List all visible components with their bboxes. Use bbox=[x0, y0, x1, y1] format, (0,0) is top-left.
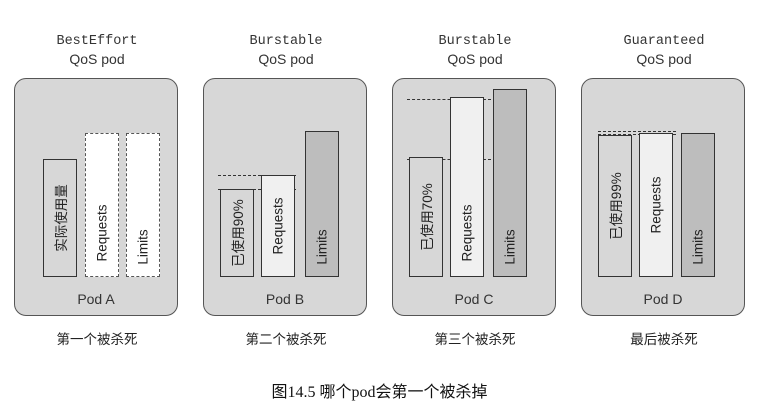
pod-box: 已使用99% Requests Limits Pod D bbox=[581, 78, 745, 316]
requests-dashed-line bbox=[218, 175, 296, 176]
pod-name: Pod B bbox=[265, 291, 305, 307]
usage-dashed-line bbox=[598, 134, 676, 135]
usage-label: 已使用99% bbox=[609, 172, 624, 240]
limits-label: Limits bbox=[690, 229, 706, 265]
pod-name: Pod D bbox=[643, 291, 683, 307]
qos-pod-label: QoS pod bbox=[69, 51, 125, 67]
pod-name: Pod C bbox=[454, 291, 494, 307]
limits-label: Limits bbox=[502, 229, 518, 265]
qos-pod-label: QoS pod bbox=[636, 51, 692, 67]
pod-column-a: BestEffort QoS pod 实际使用量 Requests Limits… bbox=[14, 0, 180, 360]
usage-dashed-line bbox=[407, 159, 491, 160]
pod-column-b: Burstable QoS pod 已使用90% Requests Limits… bbox=[203, 0, 369, 360]
limits-bar: Limits bbox=[493, 89, 527, 277]
limits-bar: Limits bbox=[305, 131, 339, 277]
requests-label: Requests bbox=[648, 176, 664, 234]
usage-bar: 实际使用量 bbox=[43, 159, 77, 277]
qos-pod-label: QoS pod bbox=[258, 51, 314, 67]
usage-label: 已使用70% bbox=[420, 183, 435, 251]
requests-bar: Requests bbox=[85, 133, 119, 277]
limits-bar: Limits bbox=[681, 133, 715, 277]
figure-caption: 图14.5 哪个pod会第一个被杀掉 bbox=[271, 384, 488, 401]
qos-class-label: BestEffort bbox=[56, 34, 138, 49]
pod-box: 已使用90% Requests Limits Pod B bbox=[203, 78, 367, 316]
usage-dashed-line bbox=[218, 189, 296, 190]
requests-bar: Requests bbox=[450, 97, 484, 277]
usage-label: 已使用90% bbox=[231, 199, 246, 267]
requests-dashed-line bbox=[598, 131, 676, 132]
pod-column-d: Guaranteed QoS pod 已使用99% Requests Limit… bbox=[581, 0, 747, 360]
kill-order-label: 第一个被杀死 bbox=[56, 332, 138, 347]
pod-box: 实际使用量 Requests Limits Pod A bbox=[14, 78, 178, 316]
requests-dashed-line bbox=[407, 99, 491, 100]
kill-order-label: 最后被杀死 bbox=[630, 332, 698, 347]
usage-bar: 已使用90% bbox=[220, 189, 254, 277]
kill-order-label: 第三个被杀死 bbox=[434, 332, 516, 347]
pod-name: Pod A bbox=[77, 291, 115, 307]
usage-label: 实际使用量 bbox=[54, 184, 69, 252]
pod-column-c: Burstable QoS pod 已使用70% Requests Limits… bbox=[392, 0, 558, 360]
limits-label: Limits bbox=[314, 229, 330, 265]
requests-label: Requests bbox=[270, 197, 286, 255]
qos-class-label: Burstable bbox=[438, 34, 512, 49]
kill-order-label: 第二个被杀死 bbox=[245, 332, 327, 347]
qos-class-label: Burstable bbox=[249, 34, 323, 49]
usage-bar: 已使用70% bbox=[409, 157, 443, 277]
limits-label: Limits bbox=[135, 229, 151, 265]
requests-bar: Requests bbox=[261, 175, 295, 277]
usage-bar: 已使用99% bbox=[598, 135, 632, 277]
requests-label: Requests bbox=[94, 204, 110, 262]
limits-bar: Limits bbox=[126, 133, 160, 277]
qos-class-label: Guaranteed bbox=[623, 34, 705, 49]
requests-label: Requests bbox=[459, 204, 475, 262]
pod-box: 已使用70% Requests Limits Pod C bbox=[392, 78, 556, 316]
requests-bar: Requests bbox=[639, 133, 673, 277]
qos-pod-label: QoS pod bbox=[447, 51, 503, 67]
